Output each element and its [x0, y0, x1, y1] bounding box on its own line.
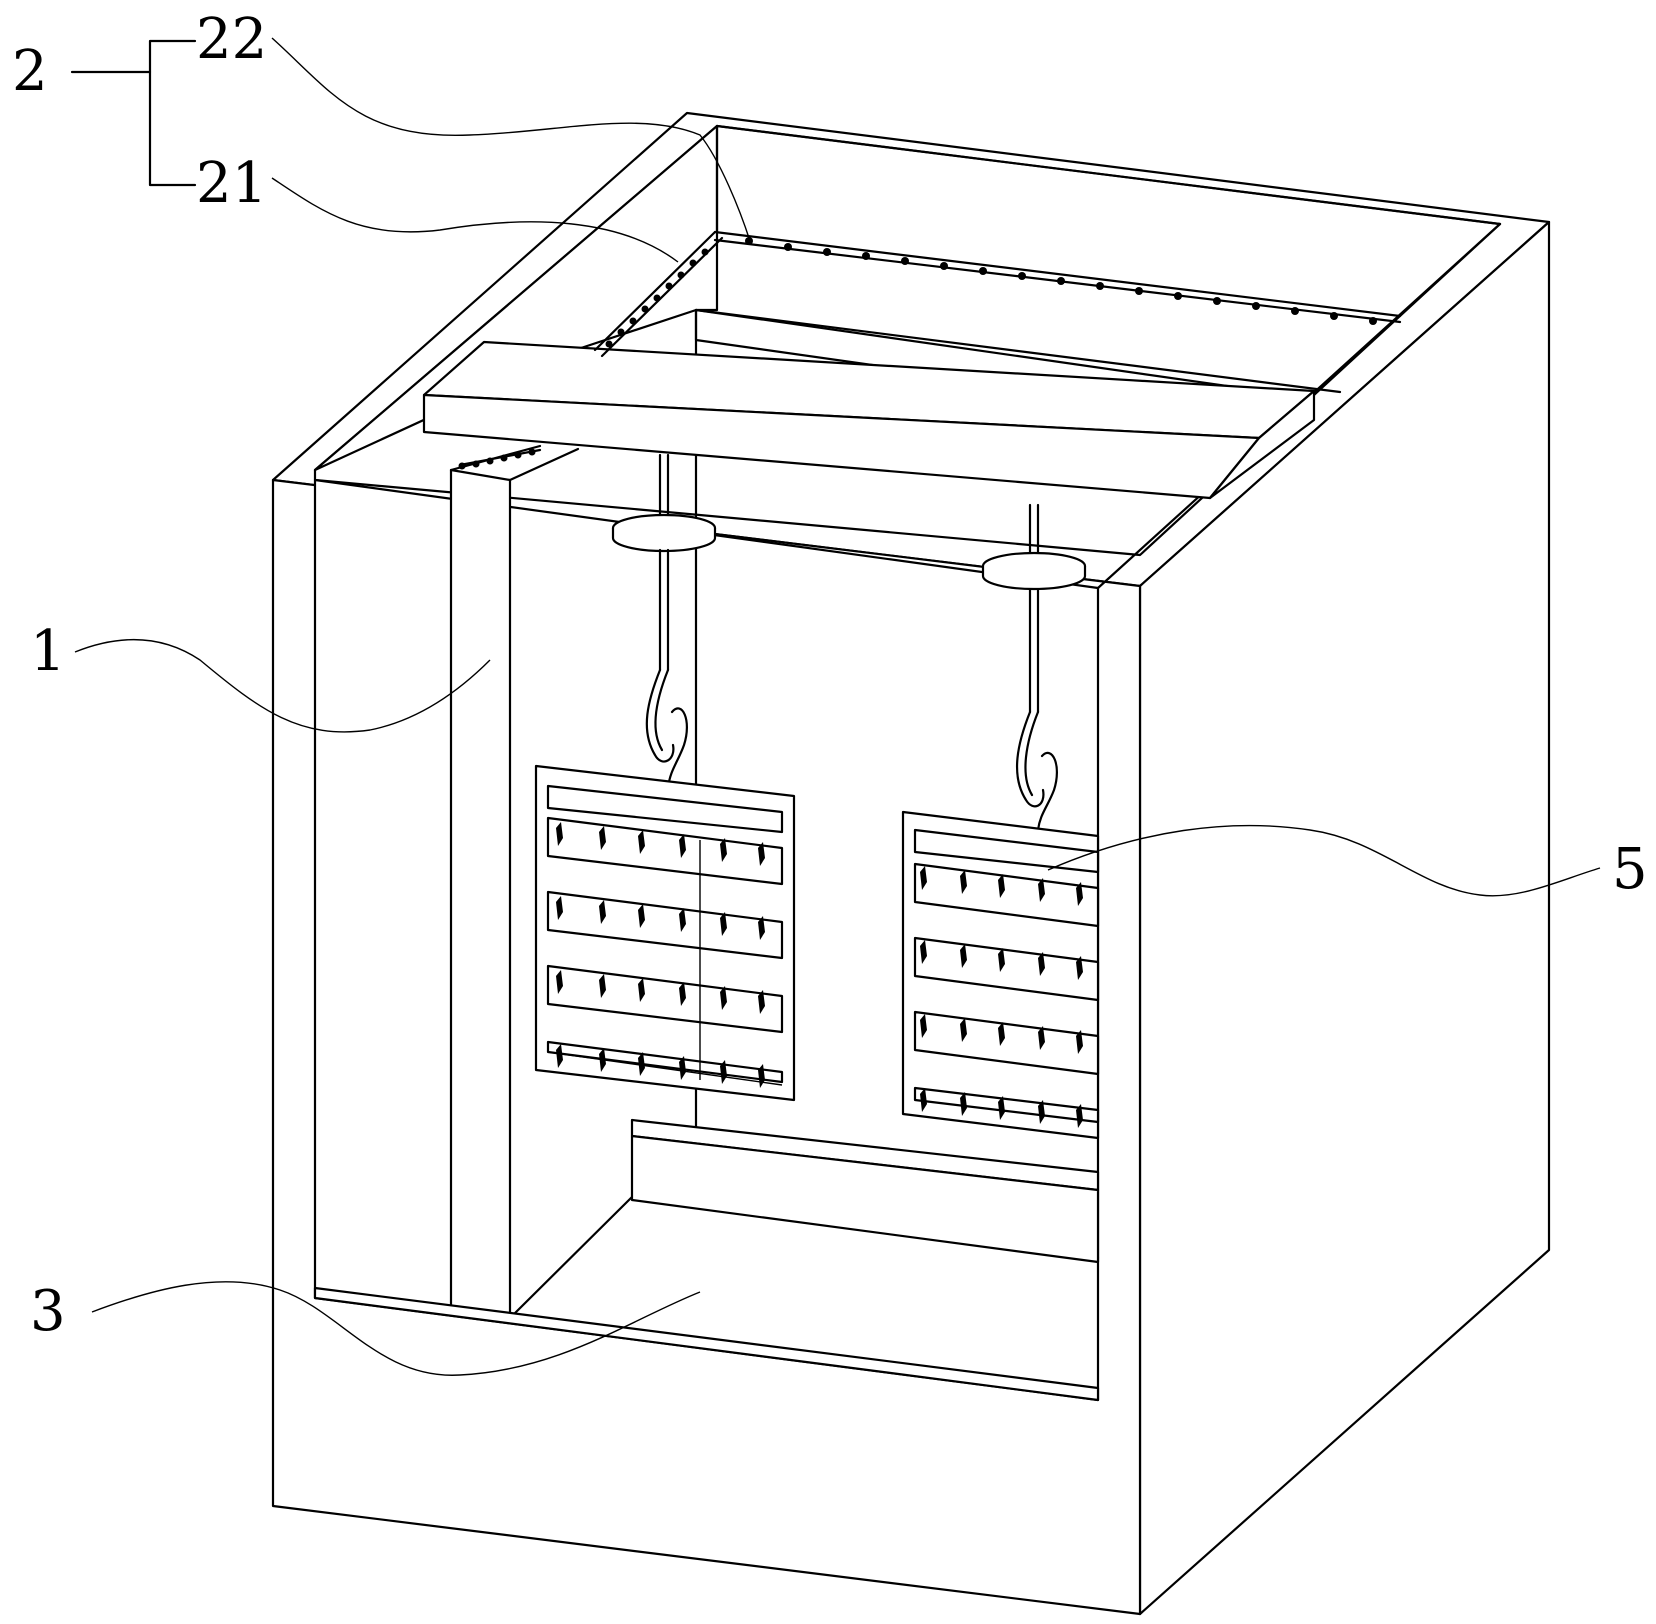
svg-text:21: 21 [196, 151, 267, 216]
hanger-left [611, 453, 717, 790]
svg-text:2: 2 [12, 39, 48, 104]
label-rack: 5 [1047, 824, 1648, 902]
rack-right [901, 810, 1100, 1140]
rack-left [534, 764, 796, 1102]
label-assembly: 2 [12, 39, 197, 187]
crossbar-beam [422, 340, 1316, 500]
nozzle-row [458, 237, 1377, 470]
label-nozzle-row: 22 [196, 7, 751, 242]
svg-text:5: 5 [1612, 837, 1648, 902]
rack-left-hooks [556, 822, 765, 1088]
svg-text:1: 1 [30, 619, 66, 684]
rack-right-hooks [920, 866, 1083, 1128]
tray [630, 1118, 1100, 1264]
label-cabinet: 1 [30, 619, 491, 733]
label-tray: 3 [30, 1279, 701, 1376]
svg-text:3: 3 [30, 1279, 66, 1344]
hanger-right [981, 503, 1087, 832]
svg-text:22: 22 [196, 7, 267, 72]
label-pipe: 21 [196, 151, 679, 263]
